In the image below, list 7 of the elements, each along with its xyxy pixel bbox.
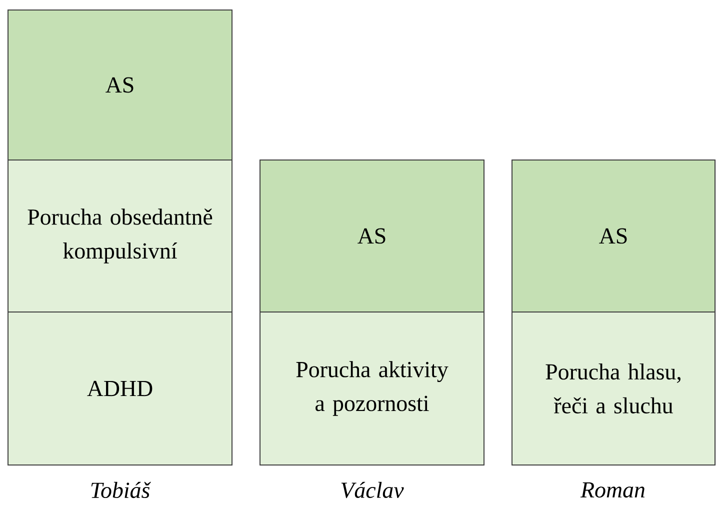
cell: Porucha aktivity a pozornosti <box>260 312 484 466</box>
cell: AS <box>512 160 716 312</box>
cell: ADHD <box>8 312 232 466</box>
cell: Porucha obsedantně kompulsivní <box>8 160 232 312</box>
cell: AS <box>260 160 484 312</box>
cell: Porucha hlasu, řeči a sluchu <box>512 312 716 466</box>
cell: AS <box>8 10 232 160</box>
